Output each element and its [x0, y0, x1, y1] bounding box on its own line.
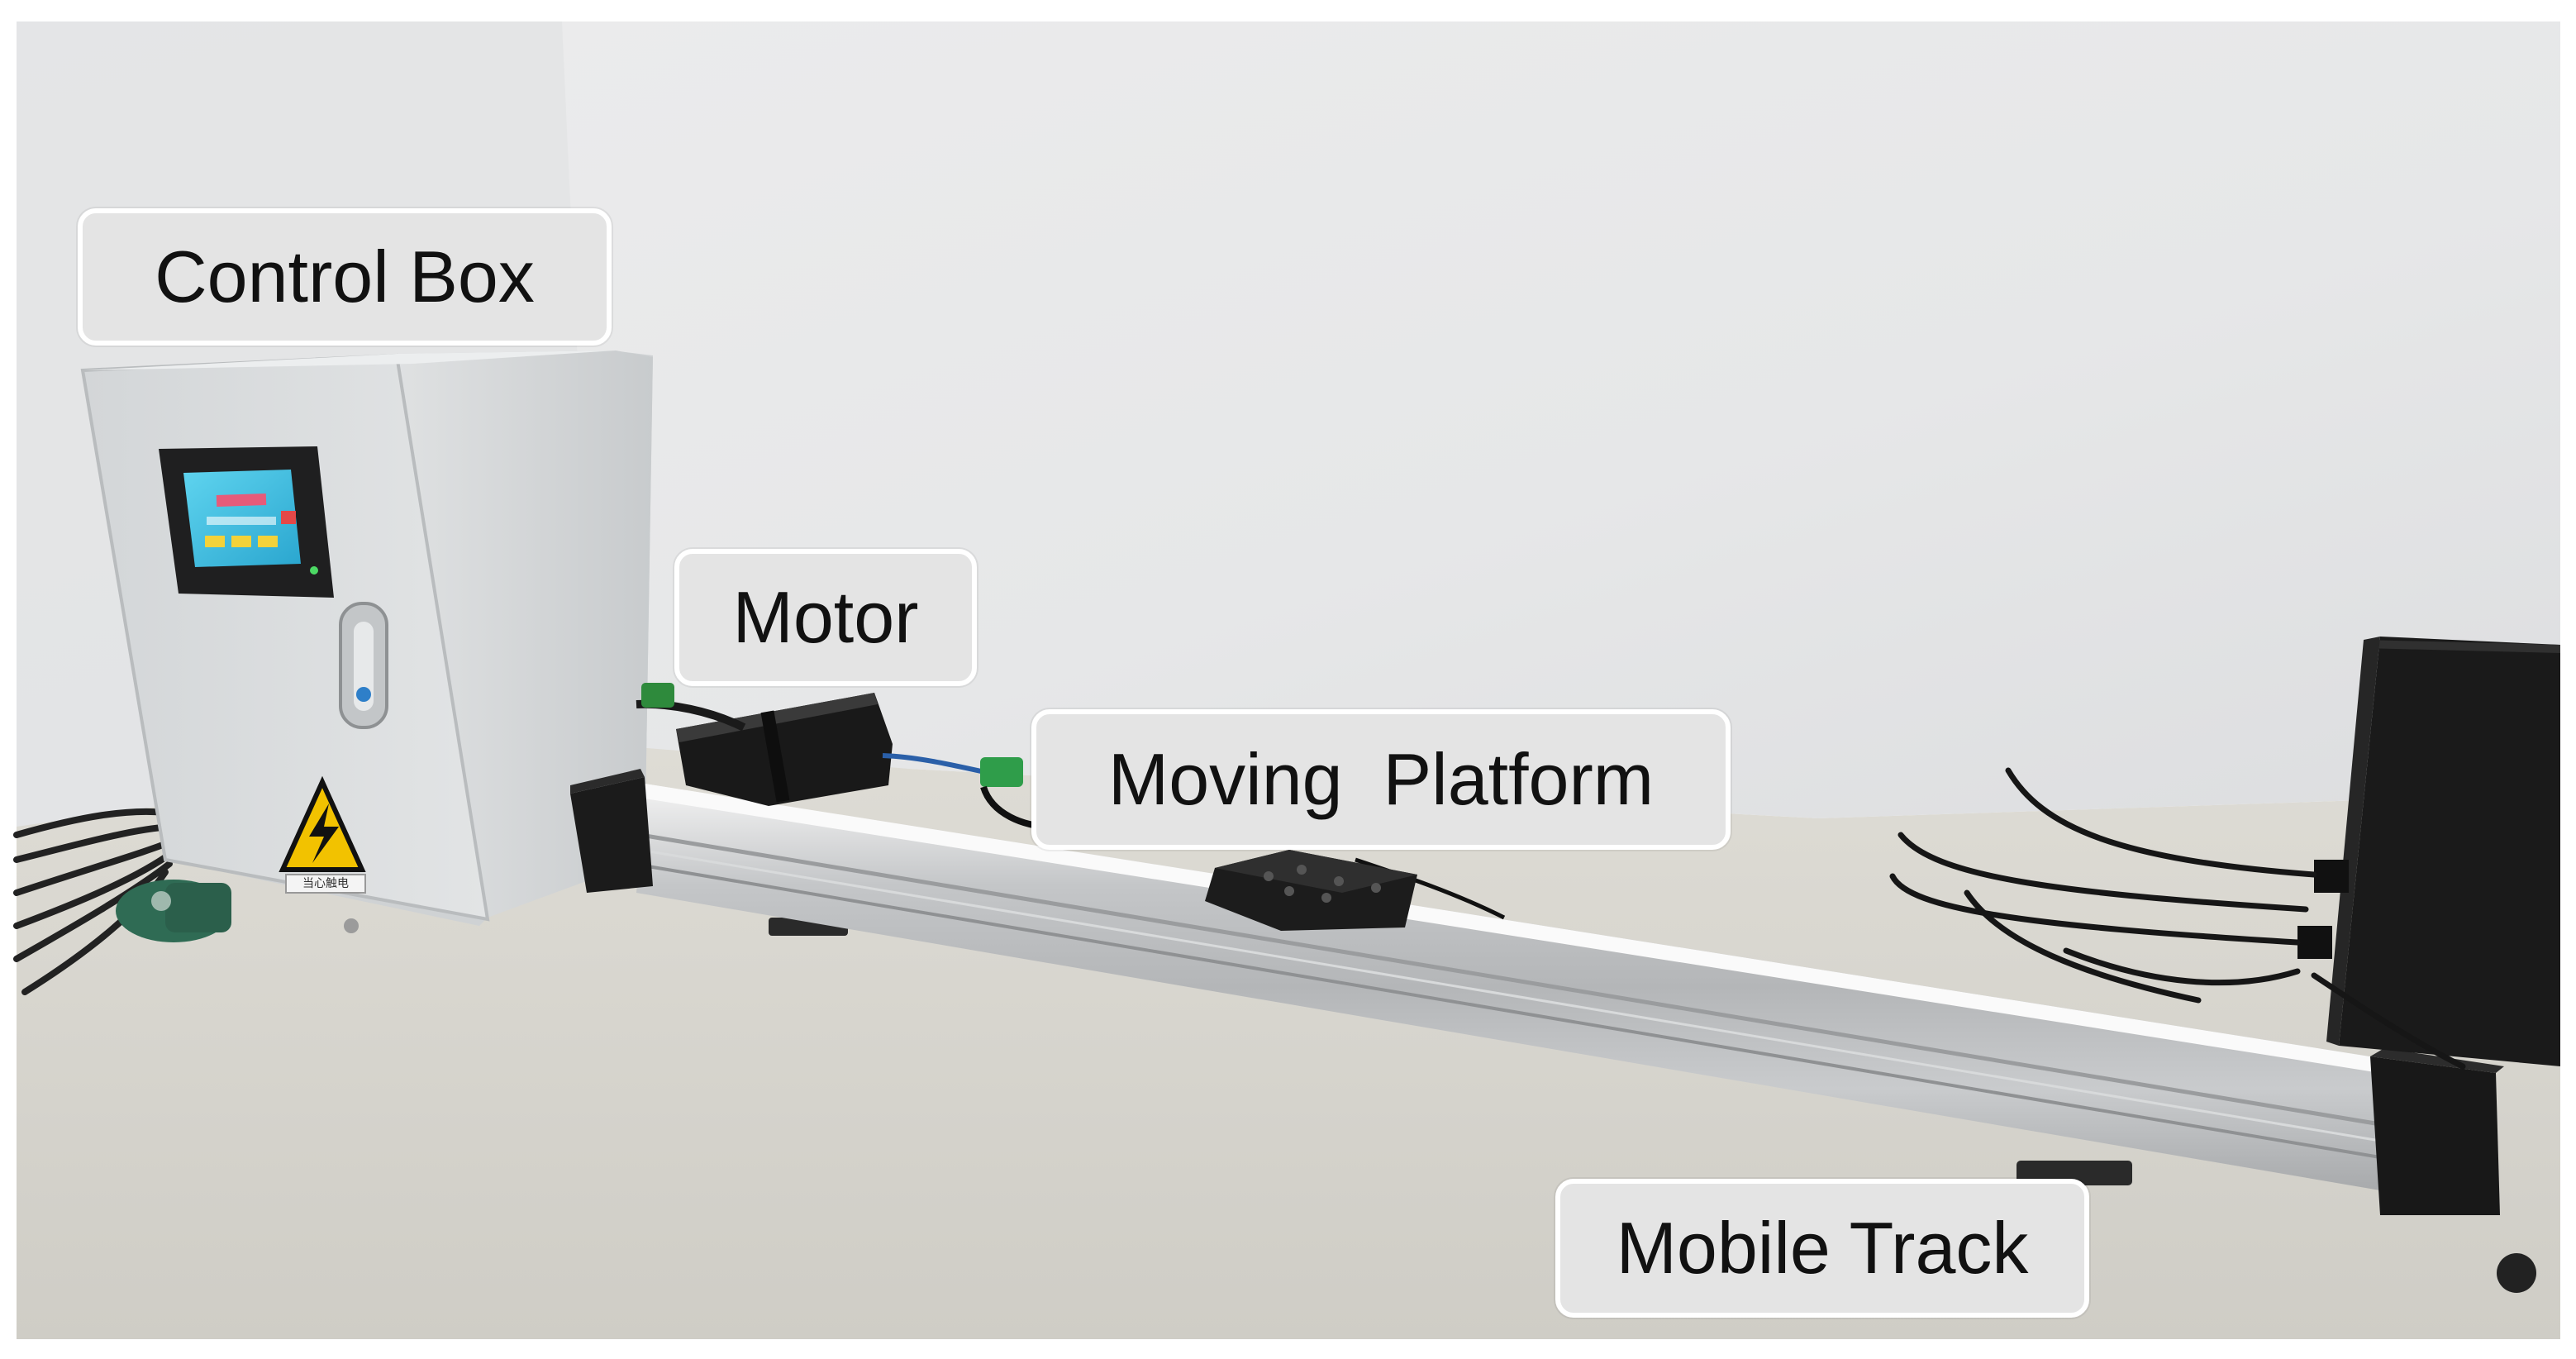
- wall: [17, 21, 2560, 835]
- track-end-cap-left-top: [570, 769, 645, 794]
- label-motor: Motor: [674, 549, 977, 686]
- label-control-box: Control Box: [78, 208, 612, 346]
- wheel-right: [2497, 1253, 2536, 1293]
- platform-cable: [1355, 857, 1506, 920]
- track-end-cap-right: [2370, 1056, 2500, 1215]
- warning-sign-caption: 当心触电: [302, 877, 349, 890]
- mobile-track-rail: [636, 784, 2381, 1190]
- track-end-cap-left: [570, 777, 653, 893]
- track-end-cap-right-top: [2370, 1048, 2504, 1073]
- power-supply-box: [2297, 637, 2560, 1066]
- right-cables: [1889, 767, 2466, 1070]
- small-screw: [344, 918, 359, 933]
- moving-platform: [1205, 850, 1417, 931]
- control-cabinet: [80, 350, 653, 926]
- label-mobile-track: Mobile Track: [1555, 1179, 2089, 1318]
- green-connector: [116, 880, 231, 942]
- label-moving-platform: Moving Platform: [1031, 709, 1731, 850]
- green-terminal: [980, 757, 1023, 787]
- motor: [636, 683, 893, 806]
